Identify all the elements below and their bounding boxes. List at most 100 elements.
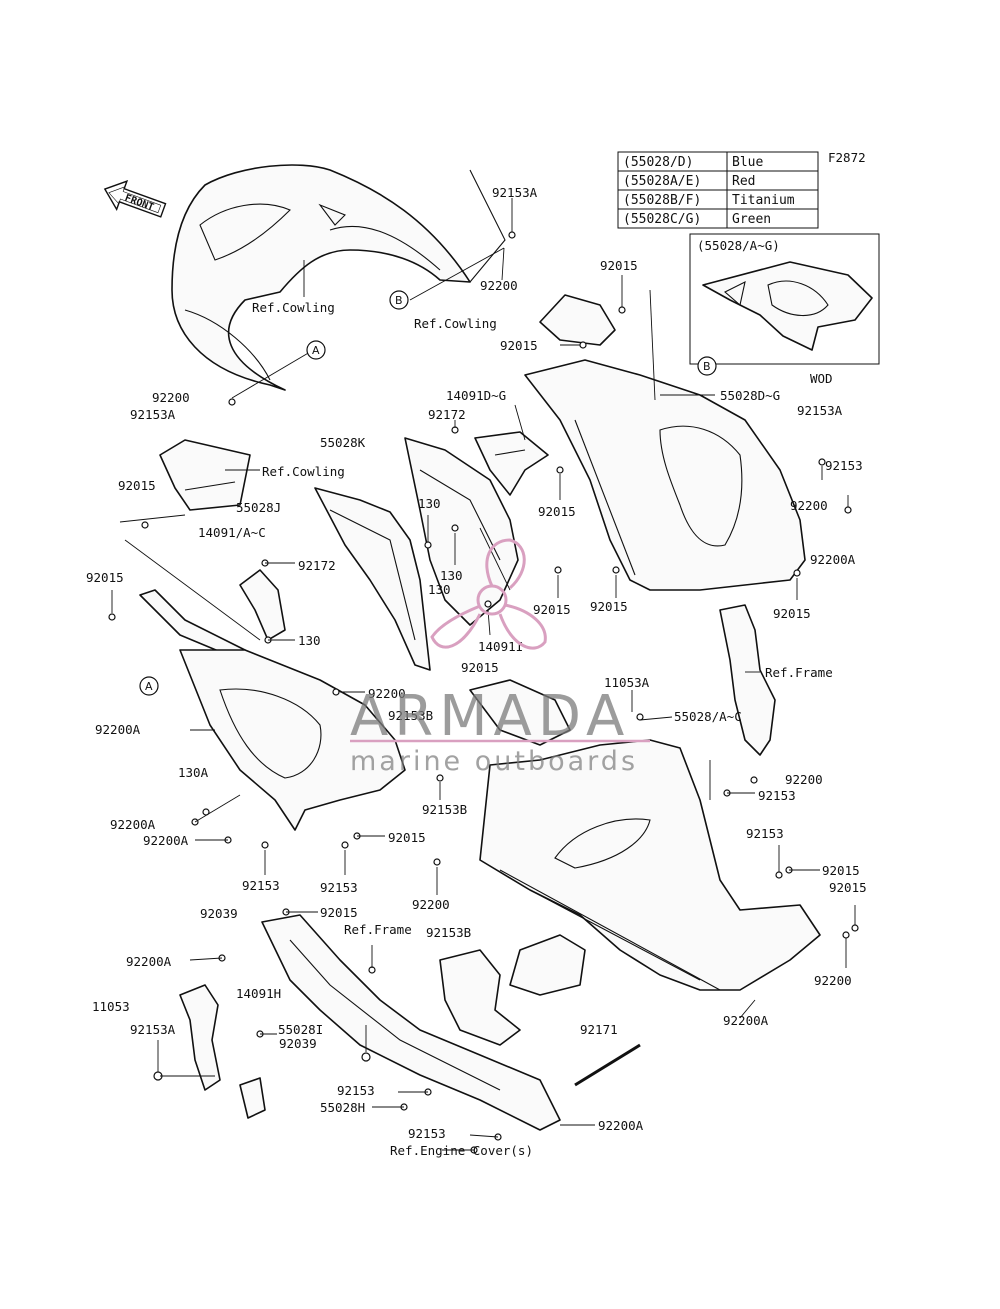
part-label: 92200 [480,278,518,293]
part-label: 92153B [422,802,467,817]
center-ref-cowling [539,294,616,346]
part-label: 55028K [320,435,366,450]
part-label: 92200 [412,897,450,912]
callout-b-right: B [697,356,717,376]
part-label: 92015 [533,602,571,617]
diagram-code: F2872 [828,150,866,165]
part-label: 92200A [810,552,856,567]
part-label: 92153A [797,403,843,418]
part-label: 92015 [590,599,628,614]
part-label: 92200 [814,973,852,988]
ref-frame-lower [439,934,586,1046]
part-label: 11053A [604,675,650,690]
color-table-part-4: (55028C/G) [623,212,701,227]
front-arrow-icon: FRONT [103,179,167,218]
part-label: 92172 [298,558,336,573]
part-label: 92015 [461,660,499,675]
part-label: 92153 [408,1126,446,1141]
part-label: 92200A [126,954,172,969]
part-label: 92153B [388,708,433,723]
part-label: 14091H [236,986,281,1001]
inner-panel-55028j [314,487,431,671]
part-label: 92039 [279,1036,317,1051]
bracket-14091i [719,604,776,756]
bracket-14091d [474,431,549,496]
bracket-14091h [179,984,266,1119]
fasteners [108,231,859,1154]
part-label: 92172 [428,407,466,422]
part-labels: 92153A 92200 Ref.Cowling 92015 Ref.Cowli… [86,185,867,1158]
upper-cowling [171,164,506,391]
part-label: Ref.Frame [344,922,412,937]
part-label: 92200 [152,390,190,405]
inset-title: (55028/A~G) [697,238,780,253]
part-label: 92171 [580,1022,618,1037]
color-table-part-3: (55028B/F) [623,193,701,208]
part-label: 92153A [130,1022,176,1037]
part-label: 92200A [723,1013,769,1028]
svg-text:A: A [312,344,320,357]
bracket-14091a [239,569,286,641]
part-label: 14091I [478,639,523,654]
callout-a-left: A [139,676,159,696]
part-label: 92153 [320,880,358,895]
part-label: 92153 [337,1083,375,1098]
part-label: 55028I [278,1022,323,1037]
part-label: 92153A [492,185,538,200]
part-label: 92015 [388,830,426,845]
part-label: 55028H [320,1100,365,1115]
callout-a-top: A [306,340,326,360]
color-table-color-3: Titanium [732,193,795,208]
part-label: Ref.Cowling [262,464,345,479]
part-label: 92015 [829,880,867,895]
part-label: 55028D~G [720,388,780,403]
color-table-color-4: Green [732,212,771,227]
inset-box: (55028/A~G) WOD [689,233,880,386]
part-label: Ref.Cowling [252,300,335,315]
watermark-brand: ARMADA [350,684,630,749]
lower-fairing-55028h [261,914,561,1131]
left-ref-cowling [159,439,251,511]
part-label: 92039 [200,906,238,921]
leader-lines [111,198,856,1151]
right-fairing-55028d [524,359,806,591]
part-label: 92200 [368,686,406,701]
part-label: Ref.Engine Cover(s) [390,1143,533,1158]
part-label: 130 [418,496,441,511]
watermark-tagline: marine outboards [350,746,638,777]
propeller-icon [430,538,547,650]
part-label: 92015 [538,504,576,519]
svg-text:B: B [703,360,711,373]
color-table-color-1: Blue [732,155,763,170]
color-table-part-2: (55028A/E) [623,174,701,189]
svg-text:B: B [395,294,403,307]
svg-text:A: A [145,680,153,693]
part-label: 92015 [500,338,538,353]
part-label: 92015 [600,258,638,273]
part-label: 92015 [822,863,860,878]
inset-caption: WOD [810,371,833,386]
part-label: 55028/A~C [674,709,742,724]
color-table-color-2: Red [732,174,755,189]
part-label: 92153 [746,826,784,841]
part-label: 92153A [130,407,176,422]
left-lower-fairing [179,649,406,831]
ref-frame-center [469,679,571,746]
part-label: Ref.Cowling [414,316,497,331]
part-label: 55028J [236,500,281,515]
part-label: 92015 [320,905,358,920]
callout-b-top: B [389,290,409,310]
part-label: 92015 [773,606,811,621]
part-label: 92015 [86,570,124,585]
part-label: 92200A [598,1118,644,1133]
part-label: 130 [440,568,463,583]
stay-rod-11053 [574,1043,641,1087]
part-label: Ref.Frame [765,665,833,680]
part-label: 92200 [790,498,828,513]
part-label: 92200A [110,817,156,832]
part-label: 130 [298,633,321,648]
watermark-logo: ARMADA marine outboards [350,538,650,777]
color-table-part-1: (55028/D) [623,155,693,170]
part-label: 130 [428,582,451,597]
